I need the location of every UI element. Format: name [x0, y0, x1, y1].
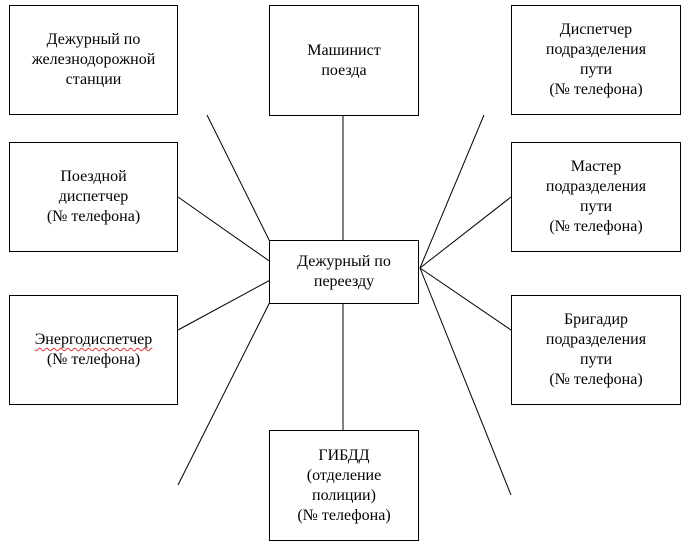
- line-left-4: [177, 271, 286, 486]
- node-train-driver-label: Машинист поезда: [307, 41, 381, 79]
- node-track-foreman: Бригадир подразделения пути (№ телефона): [511, 295, 681, 405]
- node-track-master-label: Мастер подразделения пути (№ телефона): [545, 158, 647, 235]
- line-left-2: [177, 196, 286, 273]
- node-crossing-duty-label: Дежурный по переезду: [297, 253, 391, 290]
- node-energy-dispatcher-phone: (№ телефона): [46, 351, 141, 368]
- line-right-1: [419, 114, 485, 269]
- node-traffic-police: ГИБДД (отделение полиции) (№ телефона): [269, 430, 419, 541]
- node-track-dispatcher: Диспетчер подразделения пути (№ телефона…: [511, 5, 681, 115]
- line-left-3: [177, 271, 286, 331]
- node-traffic-police-label: ГИБДД (отделение полиции) (№ телефона): [297, 446, 391, 524]
- line-right-4: [419, 267, 512, 496]
- node-track-master: Мастер подразделения пути (№ телефона): [511, 142, 681, 252]
- node-track-foreman-label: Бригадир подразделения пути (№ телефона): [545, 311, 647, 388]
- node-energy-dispatcher: Энергодиспетчер (№ телефона): [9, 295, 178, 405]
- line-right-3: [419, 267, 512, 331]
- node-station-duty: Дежурный по железнодорожной станции: [9, 5, 178, 115]
- node-station-duty-label: Дежурный по железнодорожной станции: [31, 31, 156, 88]
- node-track-dispatcher-label: Диспетчер подразделения пути (№ телефона…: [545, 21, 647, 98]
- node-train-dispatcher-label: Поездной диспетчер (№ телефона): [46, 168, 141, 225]
- node-train-driver: Машинист поезда: [269, 5, 419, 116]
- node-crossing-duty: Дежурный по переезду: [269, 240, 419, 304]
- node-train-dispatcher: Поездной диспетчер (№ телефона): [9, 142, 178, 252]
- line-right-2: [419, 196, 512, 269]
- node-energy-dispatcher-label: Энергодиспетчер: [34, 331, 153, 348]
